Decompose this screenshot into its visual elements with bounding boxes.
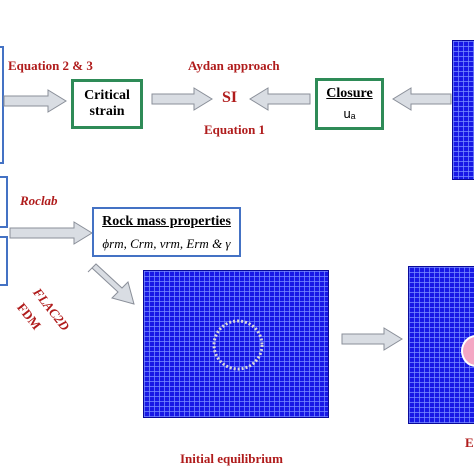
closure-box: Closure uₐ — [315, 78, 384, 130]
label-aydan-approach: Aydan approach — [188, 58, 280, 73]
label-roclab: Roclab — [20, 193, 58, 208]
label-initial-equilibrium: Initial equilibrium — [180, 451, 283, 466]
si-label: SI — [222, 89, 238, 106]
label-equation-1: Equation 1 — [204, 122, 266, 137]
mesh-excavation-partial — [408, 266, 474, 424]
excavation-ring — [212, 319, 264, 371]
arrow-left-to-rock-mass — [9, 221, 93, 245]
left-edge-box-bottom — [0, 236, 8, 286]
rock-mass-title: Rock mass properties — [102, 214, 231, 229]
arrow-rock-to-mesh — [87, 263, 135, 305]
arrow-left-to-critical — [3, 89, 67, 113]
arrow-initial-to-excavation — [341, 327, 403, 351]
label-equation-2-3: Equation 2 & 3 — [8, 58, 93, 73]
left-edge-box-middle — [0, 176, 8, 228]
mesh-top-right-partial — [452, 40, 474, 180]
arrow-mesh-to-closure — [392, 87, 452, 111]
arrow-closure-to-si — [249, 87, 311, 111]
rock-mass-parameters: ϕrm, Crm, νrm, Erm & γ — [102, 236, 231, 251]
critical-strain-box: Critical strain — [71, 79, 143, 129]
closure-value: uₐ — [343, 106, 356, 121]
label-excavation-partial: E — [465, 435, 474, 450]
arrow-critical-to-si — [151, 87, 213, 111]
excavation-zone — [461, 335, 474, 367]
critical-strain-line1: Critical — [84, 88, 130, 103]
closure-title: Closure — [326, 86, 373, 101]
rock-mass-properties-box: Rock mass properties ϕrm, Crm, νrm, Erm … — [92, 207, 241, 257]
left-edge-bracket-top — [0, 46, 4, 164]
critical-strain-line2: strain — [89, 104, 125, 119]
mesh-initial-equilibrium — [143, 270, 329, 418]
